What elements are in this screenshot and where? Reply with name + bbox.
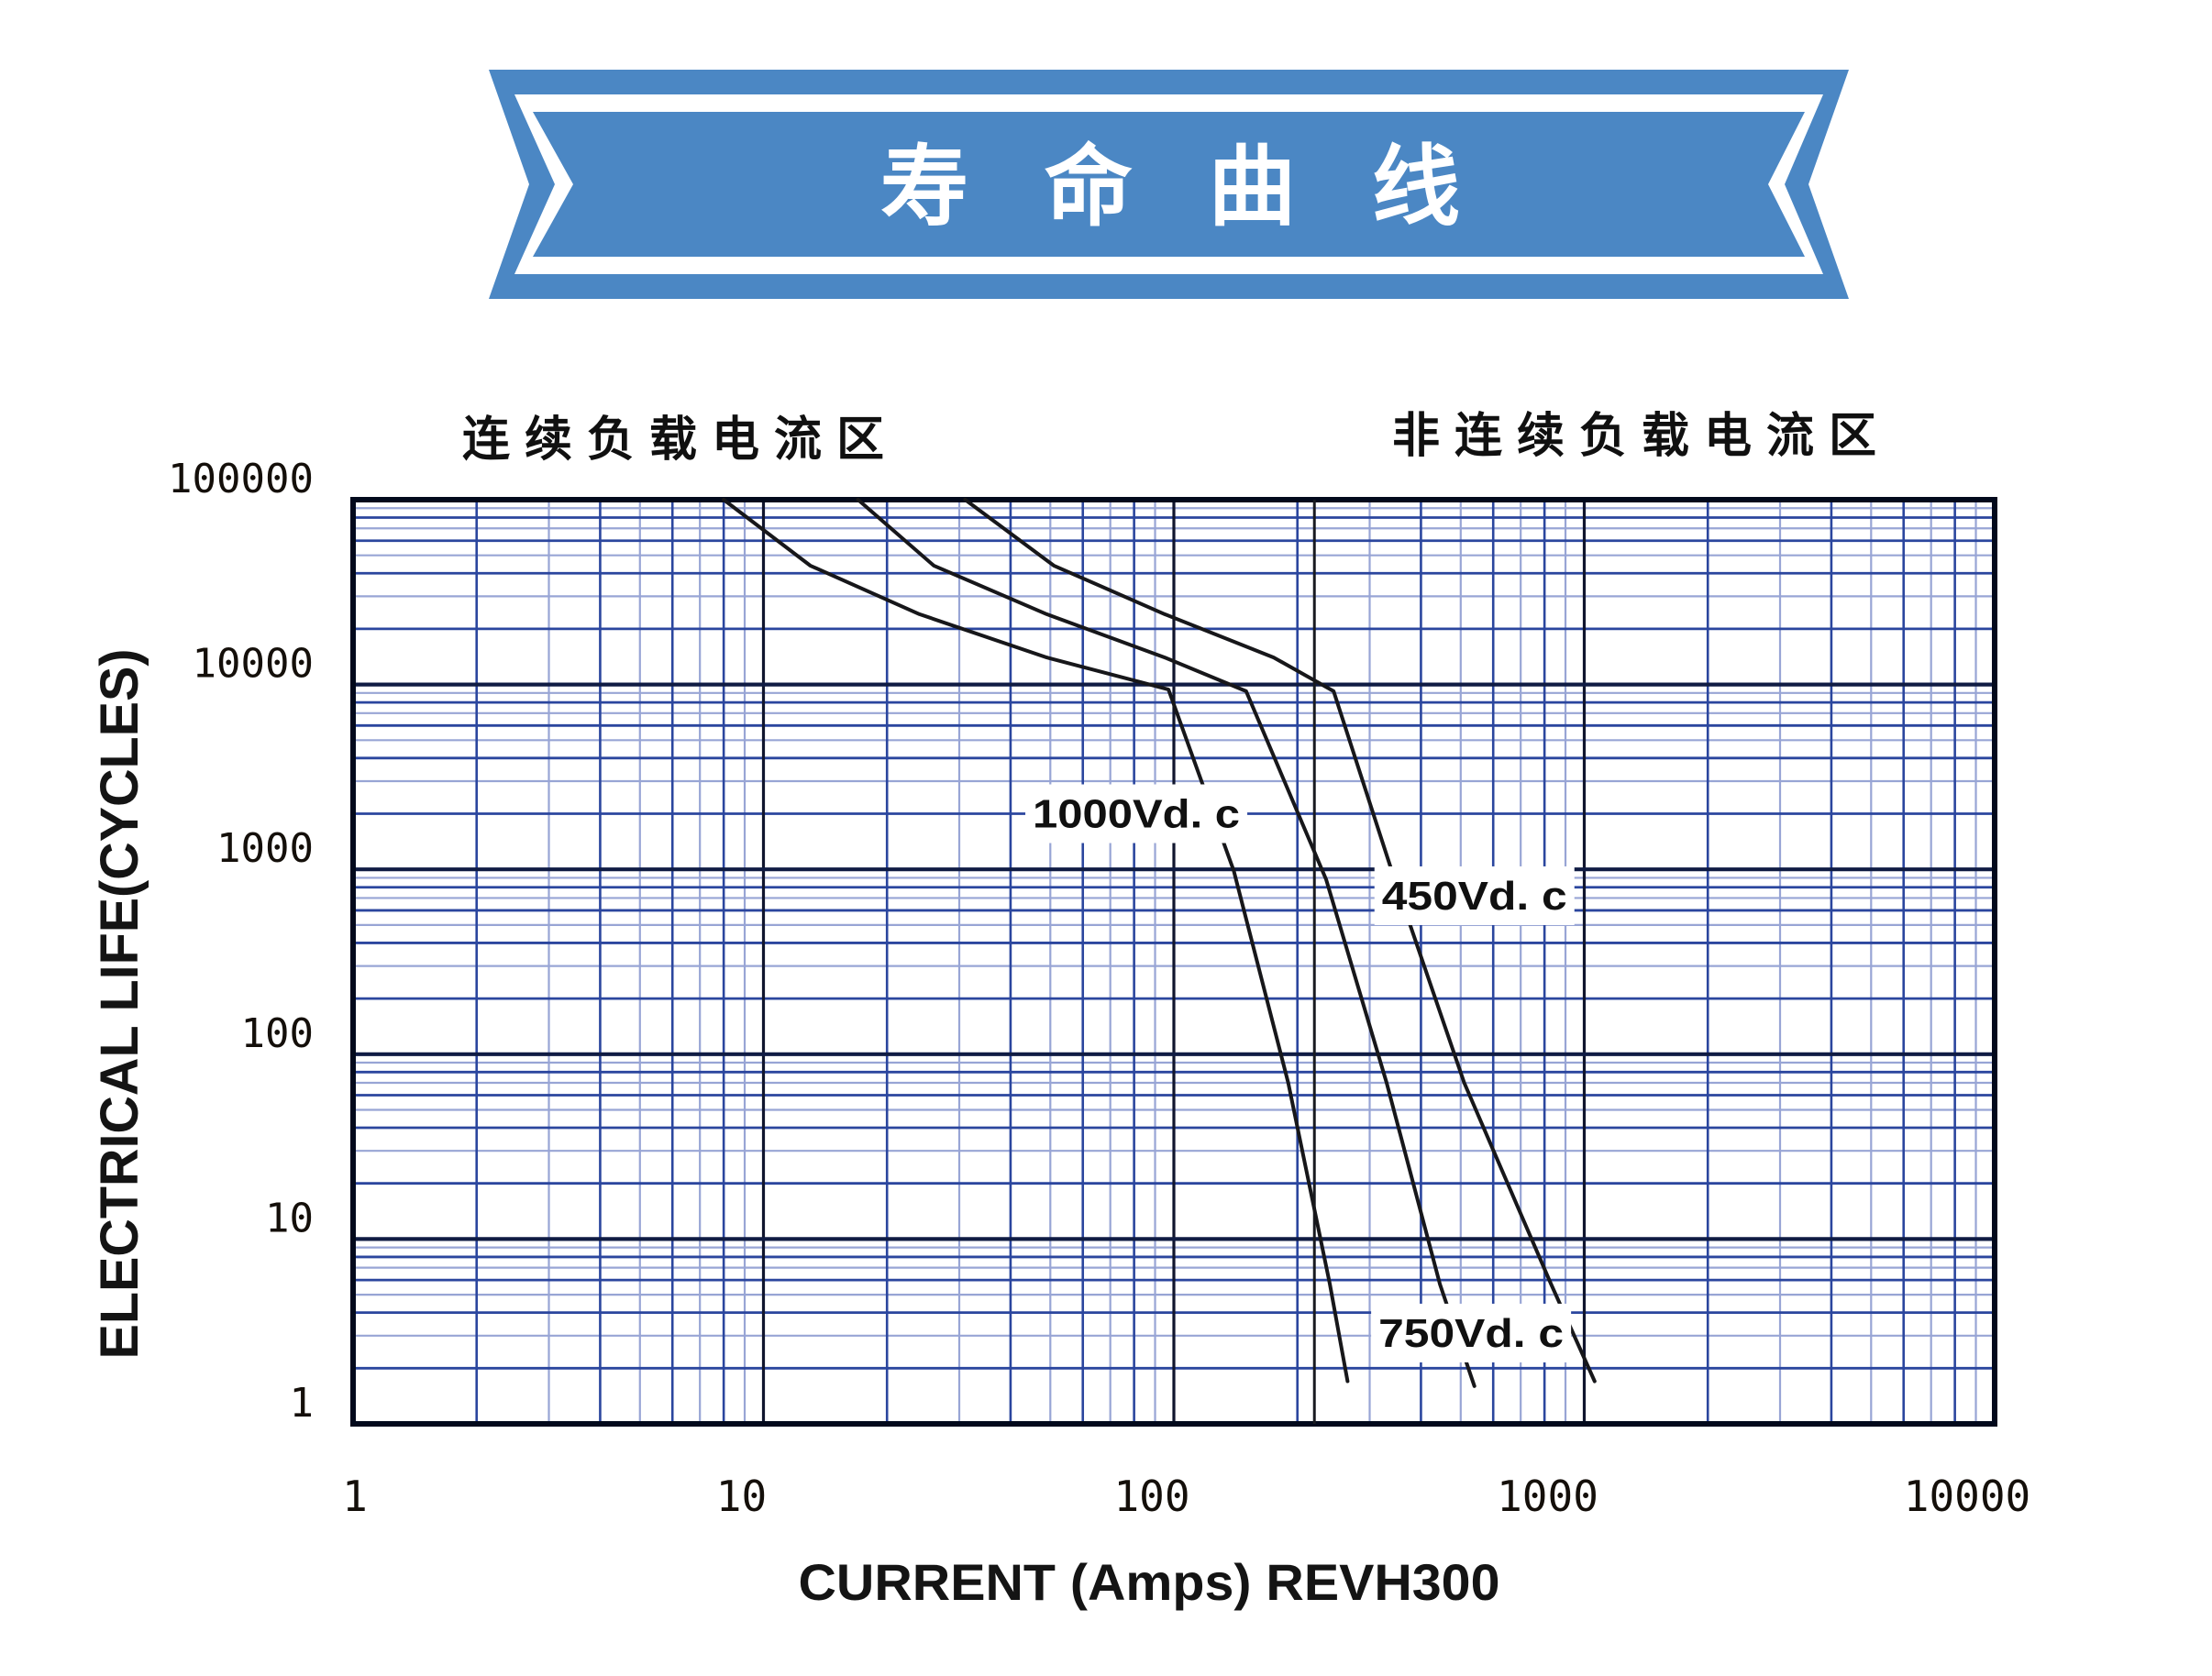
curve-label-box <box>1371 1303 1572 1362</box>
x-tick-label: 1000 <box>1497 1472 1598 1521</box>
banner: 寿 命 曲 线 <box>489 70 1849 299</box>
x-axis-title: CURRENT (Amps) REVH300 <box>799 1553 1500 1611</box>
region-label-noncontinuous: 非连续负载电流区 <box>1392 410 1891 463</box>
curve-label: 1000Vd. c <box>1033 792 1240 837</box>
banner-ribbon-inner <box>533 112 1805 257</box>
y-axis-title: ELECTRICAL LIFE(CYCLES) <box>90 649 149 1360</box>
x-tick-label: 10000 <box>1904 1472 2030 1521</box>
banner-title: 寿 命 曲 线 <box>880 138 1486 237</box>
curve-layer <box>722 498 1597 1388</box>
curve-label: 450Vd. c <box>1382 874 1567 919</box>
y-tick-label: 10000 <box>193 641 314 688</box>
x-tick-label: 100 <box>1113 1472 1189 1521</box>
curve-label-layer: 1000Vd. c 450Vd. c 750Vd. c <box>1025 784 1575 1362</box>
x-tick-label: 1 <box>342 1472 368 1521</box>
curve-line <box>856 498 1477 1388</box>
curve-line <box>722 498 1350 1384</box>
y-tick-label: 100 <box>241 1010 314 1057</box>
axis-tick-layer: 1 10 100 1000 10000 100000 10000 1000 100 10 1 <box>168 456 2030 1521</box>
curve-line <box>963 498 1597 1384</box>
y-tick-label: 100000 <box>168 456 314 502</box>
grid-layer <box>350 497 1997 1427</box>
x-tick-label: 10 <box>716 1472 767 1521</box>
y-tick-label: 10 <box>265 1195 314 1241</box>
y-tick-label: 1 <box>290 1380 315 1427</box>
curve-label: 750Vd. c <box>1378 1311 1564 1356</box>
curve-label-box <box>1025 784 1248 844</box>
plot-border <box>350 497 1997 1427</box>
region-label-continuous: 连续负载电流区 <box>462 413 899 467</box>
curve-label-box <box>1374 866 1575 925</box>
y-tick-label: 1000 <box>216 825 314 872</box>
